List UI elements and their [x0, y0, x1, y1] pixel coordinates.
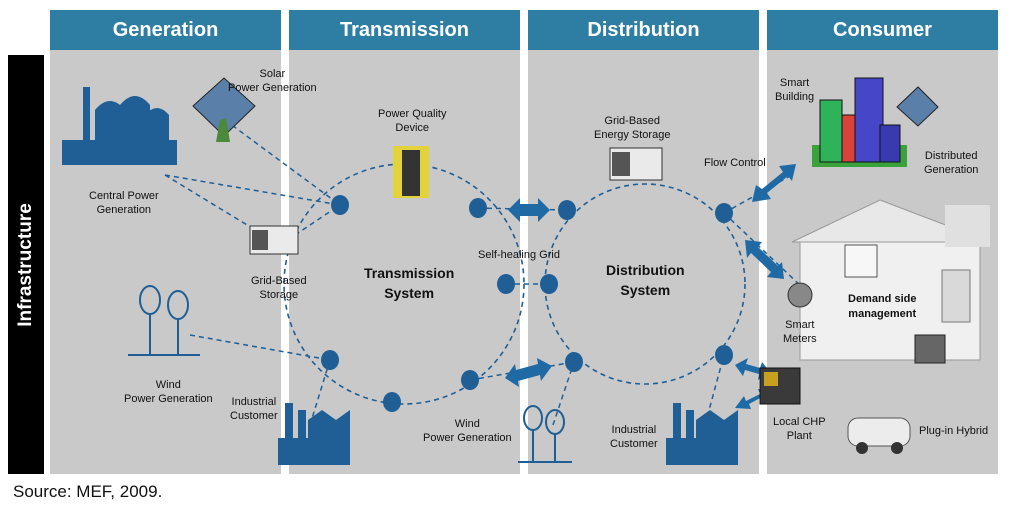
distribution-ring [544, 183, 746, 385]
central-link [164, 174, 341, 206]
wind-turbine-icon [518, 405, 572, 463]
solar-panel-icon [192, 77, 256, 142]
distributed-generation-label: Distributed Generation [924, 150, 979, 176]
smart-building-icon [812, 77, 907, 167]
node [469, 198, 487, 218]
node [715, 203, 733, 223]
wind-transmission-label: Wind Power Generation [423, 418, 512, 444]
node [558, 200, 576, 220]
node [715, 345, 733, 365]
plug-in-hybrid-label: Plug-in Hybrid [919, 425, 989, 437]
wind-link [189, 334, 331, 361]
distributed-solar-icon [896, 86, 939, 127]
wind-generation-label: Wind Power Generation [124, 379, 213, 405]
smart-building-label: Smart Building [775, 77, 815, 103]
flow-link-2 [723, 212, 806, 291]
smart-meters-label: Smart Meters [783, 319, 817, 345]
header-transmission: Transmission [289, 10, 520, 50]
industrial-link [309, 359, 331, 426]
energy-storage-icon [609, 147, 663, 181]
industrial-customer-dist-label: Industrial Customer [610, 424, 658, 450]
wind-turbine-icon [128, 285, 200, 356]
factory-icon [666, 403, 738, 465]
flow-control-label: Flow Control [704, 157, 766, 169]
solar-power-label: Solar Power Generation [228, 68, 317, 94]
demand-side-label: Demand side management [848, 293, 917, 321]
node [383, 392, 401, 412]
power-plant-icon [62, 87, 177, 165]
header-consumer: Consumer [767, 10, 998, 50]
double-arrow-bottom [505, 358, 552, 387]
distribution-system-label: Distribution System [606, 262, 685, 298]
local-chp-label: Local CHP Plant [773, 416, 826, 442]
node [540, 274, 558, 294]
industrial-customer-gen-label: Industrial Customer [230, 396, 278, 422]
wind-trans-link [552, 361, 575, 426]
house-arrow [745, 240, 784, 279]
double-arrow-top [508, 198, 550, 222]
storage-battery-icon [249, 225, 299, 255]
infrastructure-sidebar: Infrastructure [8, 55, 44, 474]
solar-link [224, 119, 341, 206]
header-generation: Generation [50, 10, 281, 50]
node [461, 370, 479, 390]
header-distribution: Distribution [528, 10, 759, 50]
self-healing-grid-label: Self-healing Grid [478, 249, 560, 261]
node [331, 195, 349, 215]
node [565, 352, 583, 372]
house-icon [787, 199, 991, 364]
transmission-system-label: Transmission System [364, 265, 455, 301]
ring-bridge-top [477, 207, 568, 211]
factory-icon [278, 403, 350, 465]
car-icon [847, 417, 911, 454]
power-quality-device-icon [393, 146, 429, 198]
node [497, 274, 515, 294]
distribution-panel [528, 48, 759, 474]
grid-based-storage-label: Grid-Based Storage [251, 275, 307, 301]
node [321, 350, 339, 370]
power-quality-label: Power Quality Device [378, 108, 447, 134]
central-power-label: Central Power Generation [89, 190, 159, 216]
flow-control-arrow [752, 164, 796, 202]
source-caption: Source: MEF, 2009. [13, 482, 163, 501]
chp-plant-icon [759, 367, 801, 405]
energy-storage-label: Grid-Based Energy Storage [594, 115, 671, 141]
transmission-panel [289, 48, 520, 474]
